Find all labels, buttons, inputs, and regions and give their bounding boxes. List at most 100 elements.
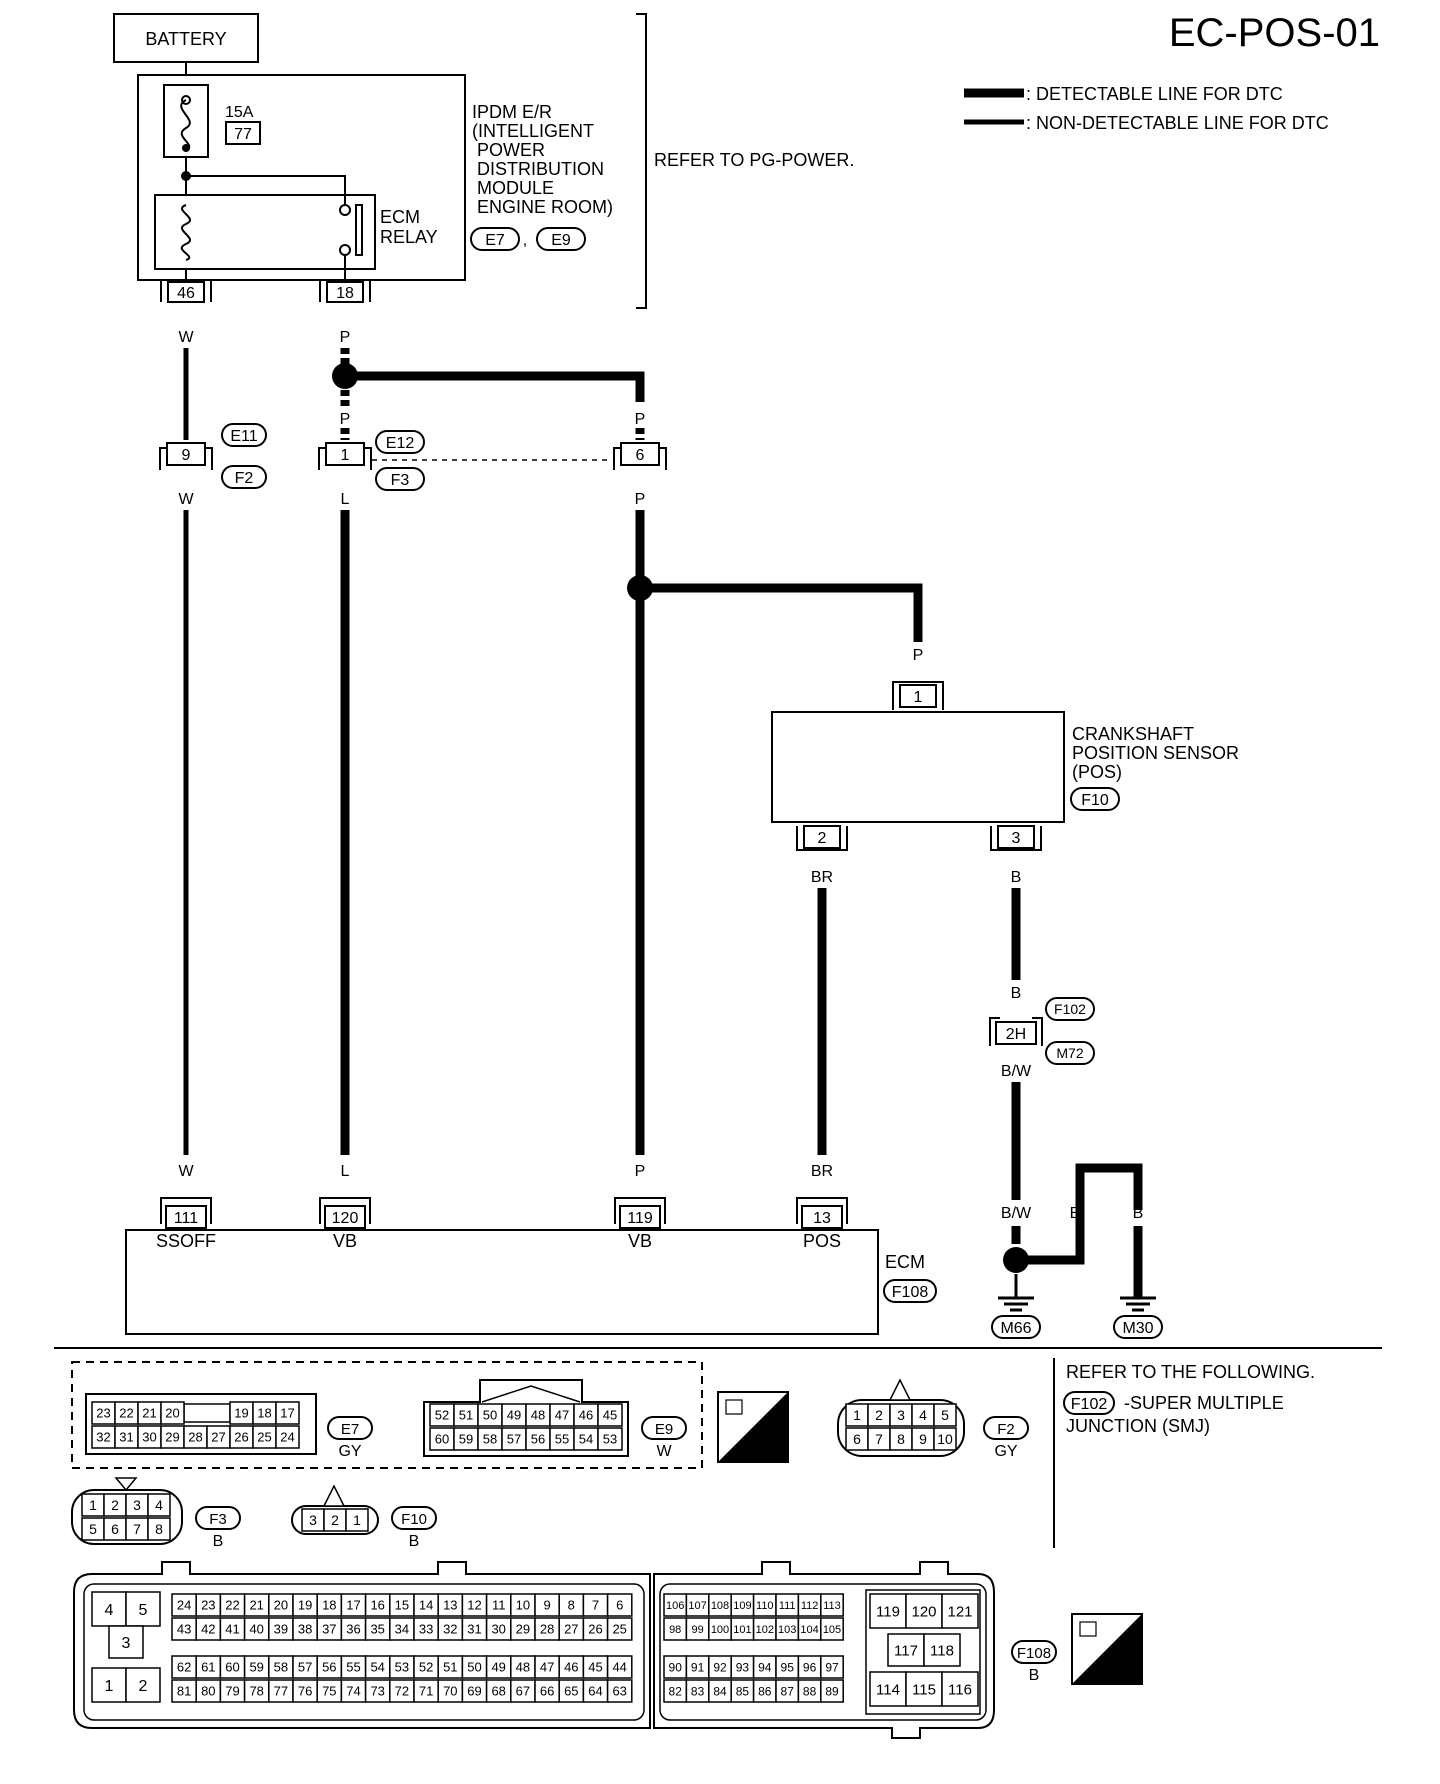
- ipdm-conn-e7-badge: [470, 227, 520, 251]
- e9-top-4-label: 48: [531, 1408, 545, 1423]
- f108-b2-1-label: 99: [691, 1624, 703, 1636]
- f2-code: F2: [997, 1421, 1015, 1438]
- f3-top-1-label: 2: [111, 1497, 119, 1513]
- e9-top-6-label: 46: [579, 1408, 593, 1423]
- f108-a4-11-label: 70: [443, 1684, 457, 1699]
- battery-label: BATTERY: [145, 29, 226, 49]
- f2-top-4-label: 5: [941, 1407, 949, 1423]
- f2-top-3-label: 4: [919, 1407, 927, 1423]
- f2-top-4: [933, 1403, 957, 1427]
- f108-a3-17-label: 45: [588, 1660, 602, 1675]
- f3-code: F3: [209, 1511, 227, 1528]
- hs-icon-2-triangle: [1072, 1614, 1142, 1684]
- f10-key: [322, 1484, 346, 1507]
- ipdm-pin-46: 46: [160, 279, 212, 303]
- f108-inner-right: [659, 1583, 987, 1721]
- f108-b1-2-label: 108: [711, 1600, 729, 1612]
- e7-top-6-label: 18: [257, 1406, 271, 1421]
- f108-b2-0-label: 98: [669, 1624, 681, 1636]
- ipdm-name-4: DISTRIBUTION: [477, 159, 604, 179]
- wire-label-l-1: L: [341, 491, 350, 508]
- e9-top-7-label: 45: [603, 1408, 617, 1423]
- f108-a1-9-label: 15: [395, 1598, 409, 1613]
- f108-b3-7-label: 97: [825, 1660, 839, 1674]
- svg-text:13: 13: [813, 1210, 831, 1227]
- f108-a1-8-label: 16: [370, 1598, 384, 1613]
- f108-a3-18-label: 44: [612, 1660, 626, 1675]
- f108-a3-7-label: 55: [346, 1660, 360, 1675]
- f3-bot-0-label: 5: [89, 1521, 97, 1537]
- wire-label-p-1: P: [340, 329, 351, 346]
- f108-a4-14-label: 67: [516, 1684, 530, 1699]
- ecm-conn: F108: [892, 1284, 929, 1301]
- ipdm-conn-e7: E7: [485, 232, 505, 249]
- e7-bot-8: [275, 1425, 300, 1449]
- f108-a1-10-label: 14: [419, 1598, 433, 1613]
- f108-a2-11-label: 32: [443, 1622, 457, 1637]
- f10-color: B: [409, 1533, 420, 1550]
- f108-a2-3-label: 40: [249, 1622, 263, 1637]
- e7-bot-7-label: 25: [257, 1430, 271, 1445]
- f108-c2-1-label: 118: [930, 1642, 954, 1659]
- f108-a4-8-label: 73: [370, 1684, 384, 1699]
- f108-b1-7: [820, 1593, 844, 1617]
- f3-top-3: [147, 1493, 171, 1517]
- f3-bot-3: [147, 1517, 171, 1541]
- junction-1: 1: [318, 442, 372, 470]
- f108-a1-17-label: 7: [592, 1598, 599, 1613]
- f108-a4-5-label: 76: [298, 1684, 312, 1699]
- f108-a4-2-label: 79: [225, 1684, 239, 1699]
- e7-bot-5-label: 27: [211, 1430, 225, 1445]
- f108-a3-13-label: 49: [491, 1660, 505, 1675]
- wire-label-w-1: W: [178, 329, 194, 346]
- hs-icon-1-icon: [725, 1399, 743, 1415]
- relay-contact-top: [339, 204, 351, 216]
- pg-power-bracket: [636, 13, 647, 309]
- f2-bot-3-label: 9: [919, 1431, 927, 1447]
- wire-label-bw-1: B/W: [1001, 1063, 1032, 1080]
- f10-pin-0-label: 3: [309, 1512, 317, 1528]
- ecm-pin-120: 120: [319, 1197, 371, 1229]
- f3-key: [114, 1477, 138, 1492]
- f108-a4-16-label: 65: [564, 1684, 578, 1699]
- badge-m66: [991, 1315, 1041, 1339]
- f108-b3-5-label: 95: [781, 1660, 795, 1674]
- ecm-pin-name-vb-2: VB: [628, 1231, 652, 1251]
- f108-b4-0-label: 82: [669, 1684, 683, 1698]
- f108-a4-15-label: 66: [540, 1684, 554, 1699]
- f10-pin-2: [345, 1508, 369, 1532]
- badge-e12: [375, 430, 425, 454]
- f108-a1-16-label: 8: [568, 1598, 575, 1613]
- hs-icon-2-icon: [1079, 1621, 1097, 1637]
- e7-color: GY: [338, 1443, 361, 1460]
- f108-c1-1-label: 120: [911, 1603, 936, 1620]
- f108-a3-3-label: 59: [249, 1660, 263, 1675]
- f3-top-3-label: 4: [155, 1497, 163, 1513]
- junction-f2: F2: [235, 470, 254, 487]
- sensor-name-2: POSITION SENSOR: [1072, 743, 1239, 763]
- badge-f2: [221, 465, 267, 489]
- f108-c3-0: [869, 1671, 907, 1707]
- svg-text:46: 46: [177, 285, 195, 302]
- wire-label-b-2: B: [1011, 985, 1022, 1002]
- f108-a3-5-label: 57: [298, 1660, 312, 1675]
- f108-a1-14-label: 10: [516, 1598, 530, 1613]
- f108-a3-0-label: 62: [177, 1660, 191, 1675]
- wire-label-p-6: P: [635, 1163, 646, 1180]
- wire-p-to-sensor: [640, 583, 923, 642]
- relay-label-2: RELAY: [380, 227, 438, 247]
- fuse-amp: 15A: [225, 104, 254, 121]
- f2-badge: [983, 1416, 1029, 1440]
- f108-c2-0: [887, 1633, 925, 1667]
- relay-feed-wire: [186, 175, 346, 205]
- smj-line-1: -SUPER MULTIPLE: [1124, 1393, 1284, 1413]
- f108-b2-4-label: 102: [756, 1624, 774, 1636]
- f108-a2-5-label: 38: [298, 1622, 312, 1637]
- wire-label-p-4: P: [635, 491, 646, 508]
- relay-contact-bottom: [339, 244, 351, 256]
- f2-bot-0-label: 6: [853, 1431, 861, 1447]
- f108-code: F108: [1017, 1645, 1051, 1662]
- f108-shell-left: [73, 1561, 651, 1729]
- f108-a2-15-label: 28: [540, 1622, 554, 1637]
- f108-b4-3-label: 85: [736, 1684, 750, 1698]
